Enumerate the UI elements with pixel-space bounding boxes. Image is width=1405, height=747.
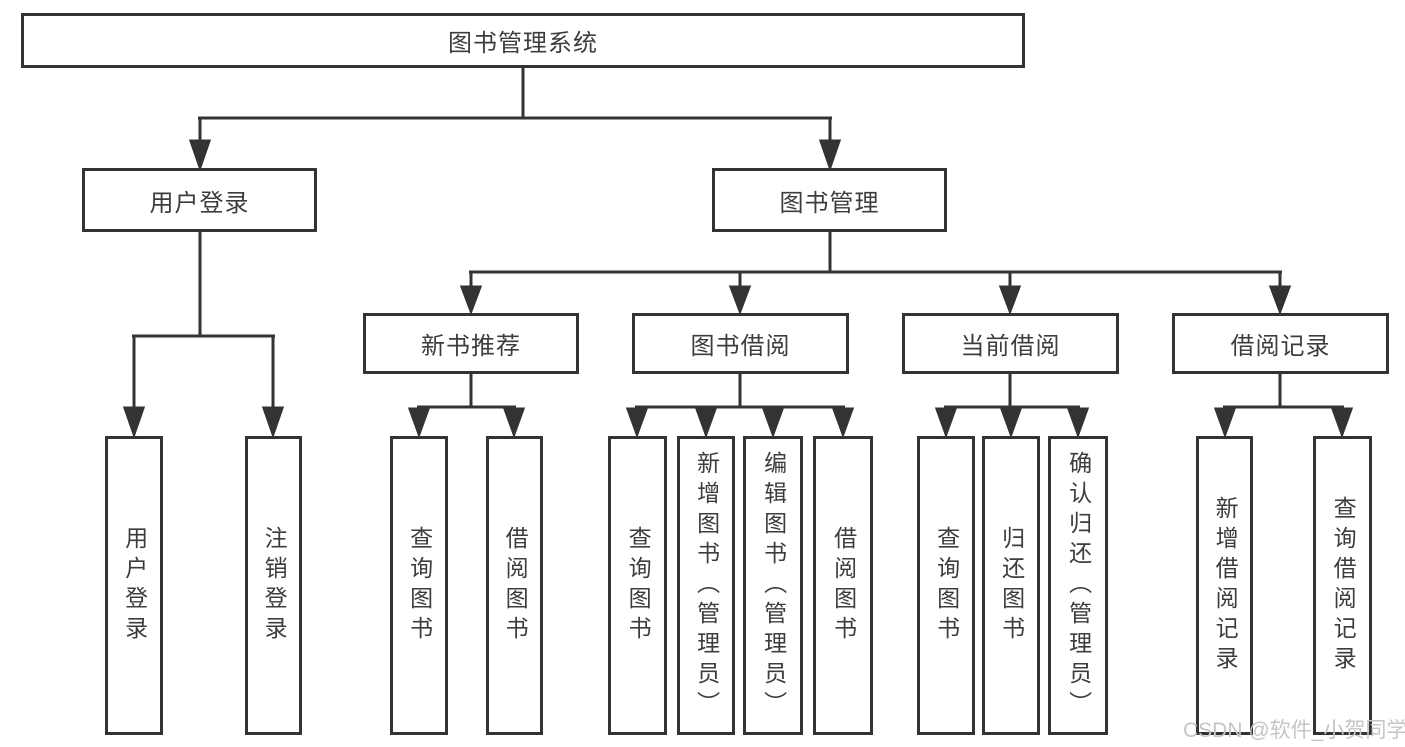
- node-new-book-recommend-label: 新书推荐: [421, 333, 521, 360]
- leaf-cb-confirm-return-admin: 确认归还（管理员）: [1048, 436, 1108, 735]
- node-book-management-label: 图书管理: [779, 189, 880, 217]
- leaf-nb-query-books-label: 查询图书: [406, 525, 433, 646]
- node-user-login-label: 用户登录: [149, 189, 250, 217]
- leaf-br-query-record-label: 查询借阅记录: [1330, 495, 1357, 676]
- leaf-nb-query-books: 查询图书: [390, 436, 448, 735]
- node-book-management: 图书管理: [712, 168, 947, 232]
- leaf-bb-add-books-admin: 新增图书（管理员）: [677, 436, 735, 735]
- leaf-bb-query-books-label: 查询图书: [625, 525, 652, 646]
- node-book-borrow: 图书借阅: [632, 313, 849, 374]
- leaf-user-login-label: 用户登录: [121, 525, 148, 646]
- node-library-system: 图书管理系统: [21, 13, 1025, 68]
- leaf-user-login: 用户登录: [105, 436, 163, 735]
- leaf-bb-edit-books-admin-label: 编辑图书（管理员）: [760, 450, 787, 721]
- leaf-br-add-record-label: 新增借阅记录: [1212, 495, 1239, 676]
- watermark-csdn: CSDN @软件_小贺同学: [1183, 719, 1405, 742]
- node-library-system-label: 图书管理系统: [448, 30, 598, 57]
- leaf-cb-query-books-label: 查询图书: [933, 525, 960, 646]
- node-user-login: 用户登录: [82, 168, 317, 232]
- node-new-book-recommend: 新书推荐: [363, 313, 579, 374]
- leaf-br-query-record: 查询借阅记录: [1313, 436, 1372, 735]
- leaf-bb-query-books: 查询图书: [608, 436, 667, 735]
- node-borrow-records-label: 借阅记录: [1230, 333, 1331, 360]
- leaf-cb-return-books-label: 归还图书: [998, 525, 1025, 646]
- leaf-nb-borrow-books-label: 借阅图书: [502, 525, 529, 646]
- leaf-logout-label: 注销登录: [261, 525, 288, 646]
- leaf-cb-query-books: 查询图书: [917, 436, 975, 735]
- leaf-bb-borrow-books: 借阅图书: [813, 436, 873, 735]
- leaf-cb-confirm-return-admin-label: 确认归还（管理员）: [1065, 450, 1092, 721]
- leaf-br-add-record: 新增借阅记录: [1196, 436, 1253, 735]
- leaf-bb-edit-books-admin: 编辑图书（管理员）: [743, 436, 803, 735]
- leaf-cb-return-books: 归还图书: [982, 436, 1040, 735]
- leaf-nb-borrow-books: 借阅图书: [486, 436, 543, 735]
- leaf-bb-add-books-admin-label: 新增图书（管理员）: [693, 450, 720, 721]
- leaf-bb-borrow-books-label: 借阅图书: [830, 525, 857, 646]
- node-current-borrow-label: 当前借阅: [960, 333, 1061, 360]
- leaf-logout: 注销登录: [245, 436, 302, 735]
- node-book-borrow-label: 图书借阅: [690, 333, 791, 360]
- node-current-borrow: 当前借阅: [902, 313, 1119, 374]
- node-borrow-records: 借阅记录: [1172, 313, 1389, 374]
